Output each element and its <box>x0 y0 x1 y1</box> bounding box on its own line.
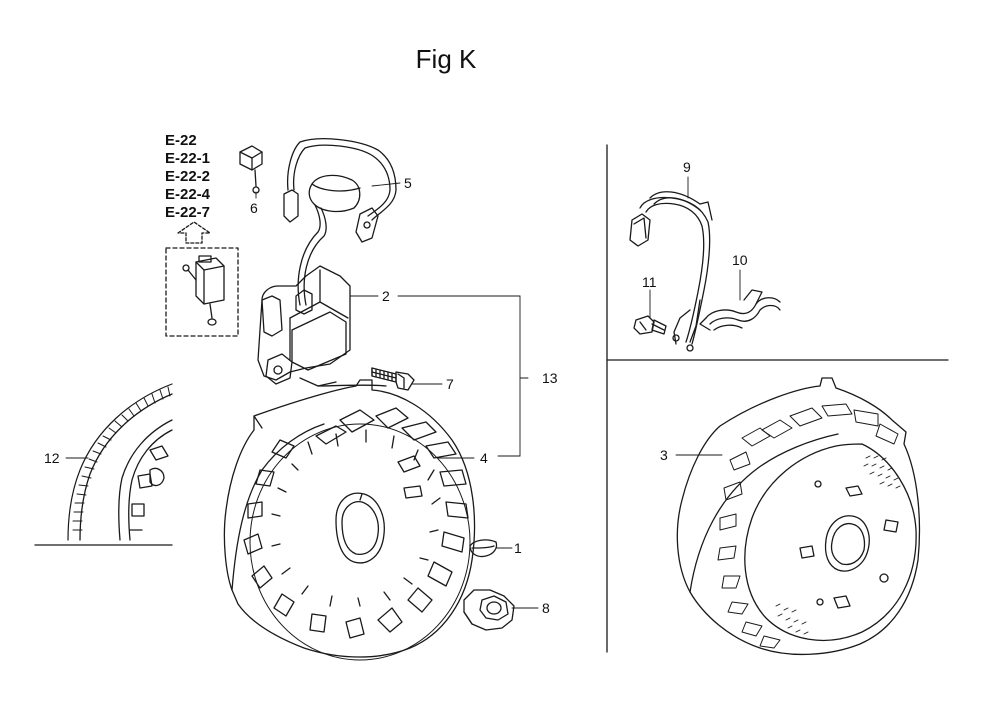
figure-title: Fig K <box>415 44 477 74</box>
part-2-ignition-coil <box>257 265 387 387</box>
callout-7[interactable]: 7 <box>446 376 454 392</box>
alternate-coil-box <box>165 247 239 337</box>
callout-6[interactable]: 6 <box>250 200 258 216</box>
callout-12[interactable]: 12 <box>44 450 60 466</box>
callout-10[interactable]: 10 <box>732 252 748 268</box>
up-arrow-icon <box>177 221 211 244</box>
callout-2[interactable]: 2 <box>382 288 390 304</box>
part-7-bolt <box>371 367 415 391</box>
section-dividers <box>34 144 949 653</box>
part-3-flywheel <box>676 377 921 656</box>
part-11-screw <box>633 315 667 335</box>
callout-9[interactable]: 9 <box>683 159 691 175</box>
reference-item[interactable]: E-22-4 <box>165 186 211 203</box>
leader-lines <box>65 176 741 609</box>
callout-1[interactable]: 1 <box>514 540 522 556</box>
part-5-plug-wire <box>283 138 397 306</box>
callout-13[interactable]: 13 <box>542 370 558 386</box>
part-8-nut <box>463 589 515 631</box>
callout-4[interactable]: 4 <box>480 450 488 466</box>
part-1-key <box>469 539 498 558</box>
reference-list: E-22 E-22-1 E-22-2 E-22-4 E-22-7 <box>165 132 210 222</box>
reference-item[interactable]: E-22-1 <box>165 150 211 167</box>
part-9-wire-harness <box>629 191 713 352</box>
callout-8[interactable]: 8 <box>542 600 550 616</box>
callout-11[interactable]: 11 <box>642 274 657 290</box>
reference-item[interactable]: E-22-2 <box>165 168 211 185</box>
reference-item[interactable]: E-22-7 <box>165 204 211 221</box>
part-10-wire-clip <box>699 289 781 331</box>
callout-3[interactable]: 3 <box>660 447 668 463</box>
callout-5[interactable]: 5 <box>404 175 412 191</box>
part-6-clip <box>239 145 263 194</box>
part-4-flywheel <box>223 379 476 661</box>
part-12-ring-gear <box>67 383 173 541</box>
reference-item[interactable]: E-22 <box>165 132 197 149</box>
